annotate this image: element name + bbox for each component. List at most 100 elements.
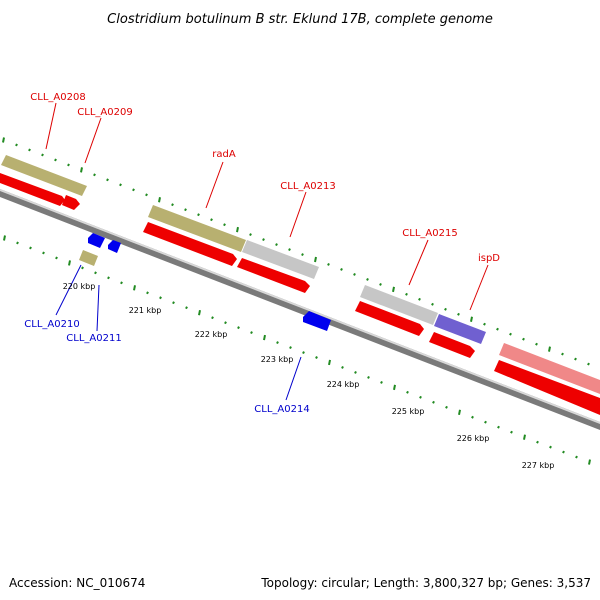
cds-forward-arrow[interactable] [62,195,80,210]
minor-tick [94,271,97,275]
minor-tick [210,218,213,222]
cds-forward-arrow[interactable] [143,222,237,266]
gene-pink-bar[interactable] [499,343,600,394]
minor-tick [405,292,408,296]
label-cll-a0208[interactable]: CLL_A0208 [30,92,85,103]
major-tick [2,137,5,143]
minor-tick [41,153,44,157]
minor-tick [302,351,305,354]
cds-reverse-row [79,233,331,331]
minor-tick [471,415,474,419]
major-tick [314,256,317,263]
cds-forward-arrow[interactable] [494,360,600,415]
minor-tick [445,405,448,409]
cds-reverse-arrow[interactable] [108,240,121,253]
minor-tick [444,307,447,311]
scale-label: 220 kbp [63,282,96,291]
minor-tick [42,251,45,255]
scale-label: 225 kbp [392,407,425,416]
major-tick [548,346,551,352]
label-cll-a0215[interactable]: CLL_A0215 [402,228,457,239]
outer-tick-row [2,137,590,366]
minor-tick [81,266,84,270]
minor-tick [132,188,135,192]
minor-tick [379,282,382,286]
cds-forward-arrow[interactable] [429,332,475,358]
minor-tick [561,352,564,356]
gene-reverse-bar[interactable] [79,250,98,266]
label-cll-a0214[interactable]: CLL_A0214 [254,404,309,415]
label-radA[interactable]: radA [212,149,236,160]
cds-forward-arrow[interactable] [355,301,424,336]
label-cll-a0209[interactable]: CLL_A0209 [77,107,132,118]
label-cll-a0211[interactable]: CLL_A0211 [66,333,121,344]
minor-tick [380,380,383,384]
minor-tick [497,425,500,429]
minor-tick [367,375,370,379]
minor-tick [484,420,487,424]
major-tick [470,316,473,322]
minor-tick [587,362,590,366]
minor-tick [275,243,278,247]
map-title: Clostridium botulinum B str. Eklund 17B,… [107,12,493,27]
gene-cll-a0208-bar[interactable] [1,155,87,196]
minor-tick [574,357,577,361]
minor-tick [16,241,19,245]
label-ispD[interactable]: ispD [478,253,500,264]
minor-tick [29,246,32,250]
minor-tick [509,332,512,336]
label-cll-a0213[interactable]: CLL_A0213 [280,181,335,192]
major-tick [328,359,331,366]
minor-tick [249,233,252,237]
major-tick [263,334,266,341]
accession-text: Accession: NC_010674 [9,576,145,590]
genome-backbone [0,189,600,430]
cds-forward-row [0,173,600,415]
gene-cll-a0213-bar[interactable] [242,240,319,279]
minor-tick [406,390,409,394]
minor-tick [106,178,109,182]
major-tick [3,235,6,241]
cds-reverse-arrow[interactable] [303,311,331,331]
minor-tick [107,276,110,280]
label-cll-a0210[interactable]: CLL_A0210 [24,319,79,330]
forward-labels: CLL_A0208 CLL_A0209 radA CLL_A0213 CLL_A… [30,92,500,311]
scale-label: 227 kbp [522,461,555,470]
minor-tick [288,248,291,251]
minor-tick [354,370,357,374]
minor-tick [172,301,175,305]
major-tick [458,409,461,415]
cds-forward-arrow[interactable] [237,258,310,293]
minor-tick [224,321,227,325]
gene-radA-bar[interactable] [148,205,246,252]
reverse-labels: CLL_A0210 CLL_A0211 CLL_A0214 [24,264,310,415]
minor-tick [146,291,149,295]
minor-tick [457,312,460,316]
minor-tick [510,430,513,434]
gene-cll-a0215-bar[interactable] [360,285,438,325]
cds-forward-arrow[interactable] [0,173,65,206]
minor-tick [366,277,369,281]
gene-ispD-bar[interactable] [434,314,486,344]
scale-label: 226 kbp [457,434,490,443]
minor-tick [562,450,565,454]
cds-reverse-arrow[interactable] [88,233,105,248]
minor-tick [55,256,58,260]
minor-tick [549,445,552,449]
major-tick [158,197,161,203]
minor-tick [353,272,356,276]
major-tick [80,167,83,173]
major-tick [236,226,239,233]
minor-tick [522,337,525,341]
minor-tick [262,238,265,242]
scale-label: 221 kbp [129,306,162,315]
minor-tick [211,316,214,320]
minor-tick [159,296,162,300]
scale-labels: 220 kbp 221 kbp 222 kbp 223 kbp 224 kbp … [63,282,555,470]
minor-tick [197,213,200,217]
minor-tick [119,183,122,187]
minor-tick [483,322,486,326]
scale-label: 223 kbp [261,355,294,364]
major-tick [133,285,136,291]
